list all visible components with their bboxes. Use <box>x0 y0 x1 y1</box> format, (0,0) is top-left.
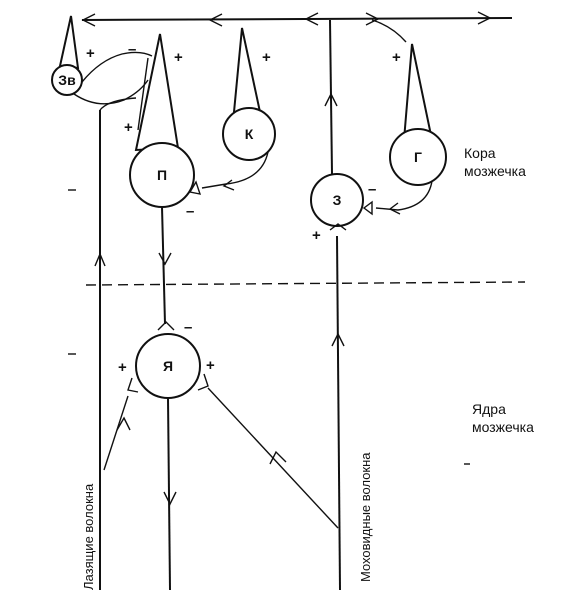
granule-cell: З <box>310 19 364 231</box>
basket-cell: К <box>188 27 276 195</box>
cortex-label-line1: Кора <box>464 145 496 161</box>
sign-plus: + <box>206 357 215 374</box>
sign-plus: + <box>86 45 95 62</box>
climbing-fiber-label: Лазящие волокна <box>81 483 96 590</box>
nucleus-cell: Я <box>127 321 209 591</box>
cortex-nuclei-boundary <box>85 281 526 286</box>
parallel-fiber <box>81 11 513 27</box>
sign-plus: + <box>262 49 271 66</box>
sign-plus: + <box>118 359 127 376</box>
nucleus-cell-label: Я <box>163 358 173 374</box>
sign-minus: – <box>186 203 194 220</box>
sign-plus: + <box>312 227 321 244</box>
purkinje-cell: П <box>129 33 195 325</box>
sign-minus: – <box>128 41 136 58</box>
nuclei-label-line2: мозжечка <box>472 419 534 435</box>
basket-cell-label: К <box>245 126 254 142</box>
sign-plus: + <box>174 49 183 66</box>
sign-plus: + <box>392 49 401 66</box>
stellate-cell-label: Зв <box>58 72 76 88</box>
mossy-fiber-label: Моховидные волокна <box>358 452 373 582</box>
golgi-cell: Г <box>362 19 447 216</box>
mossy-fiber <box>207 235 345 591</box>
cortex-label-line2: мозжечка <box>464 163 526 179</box>
sign-plus: + <box>124 119 133 136</box>
nuclei-label-line1: Ядра <box>472 401 506 417</box>
climbing-fiber <box>94 97 137 590</box>
sign-minus: – <box>184 319 192 336</box>
sign-minus: – <box>368 181 376 198</box>
stellate-cell: Зв <box>51 15 153 105</box>
granule-cell-label: З <box>333 192 342 208</box>
synapse-signs: + – + + + + – – + – + + <box>86 41 401 376</box>
golgi-cell-label: Г <box>414 149 422 165</box>
purkinje-cell-label: П <box>157 167 167 183</box>
